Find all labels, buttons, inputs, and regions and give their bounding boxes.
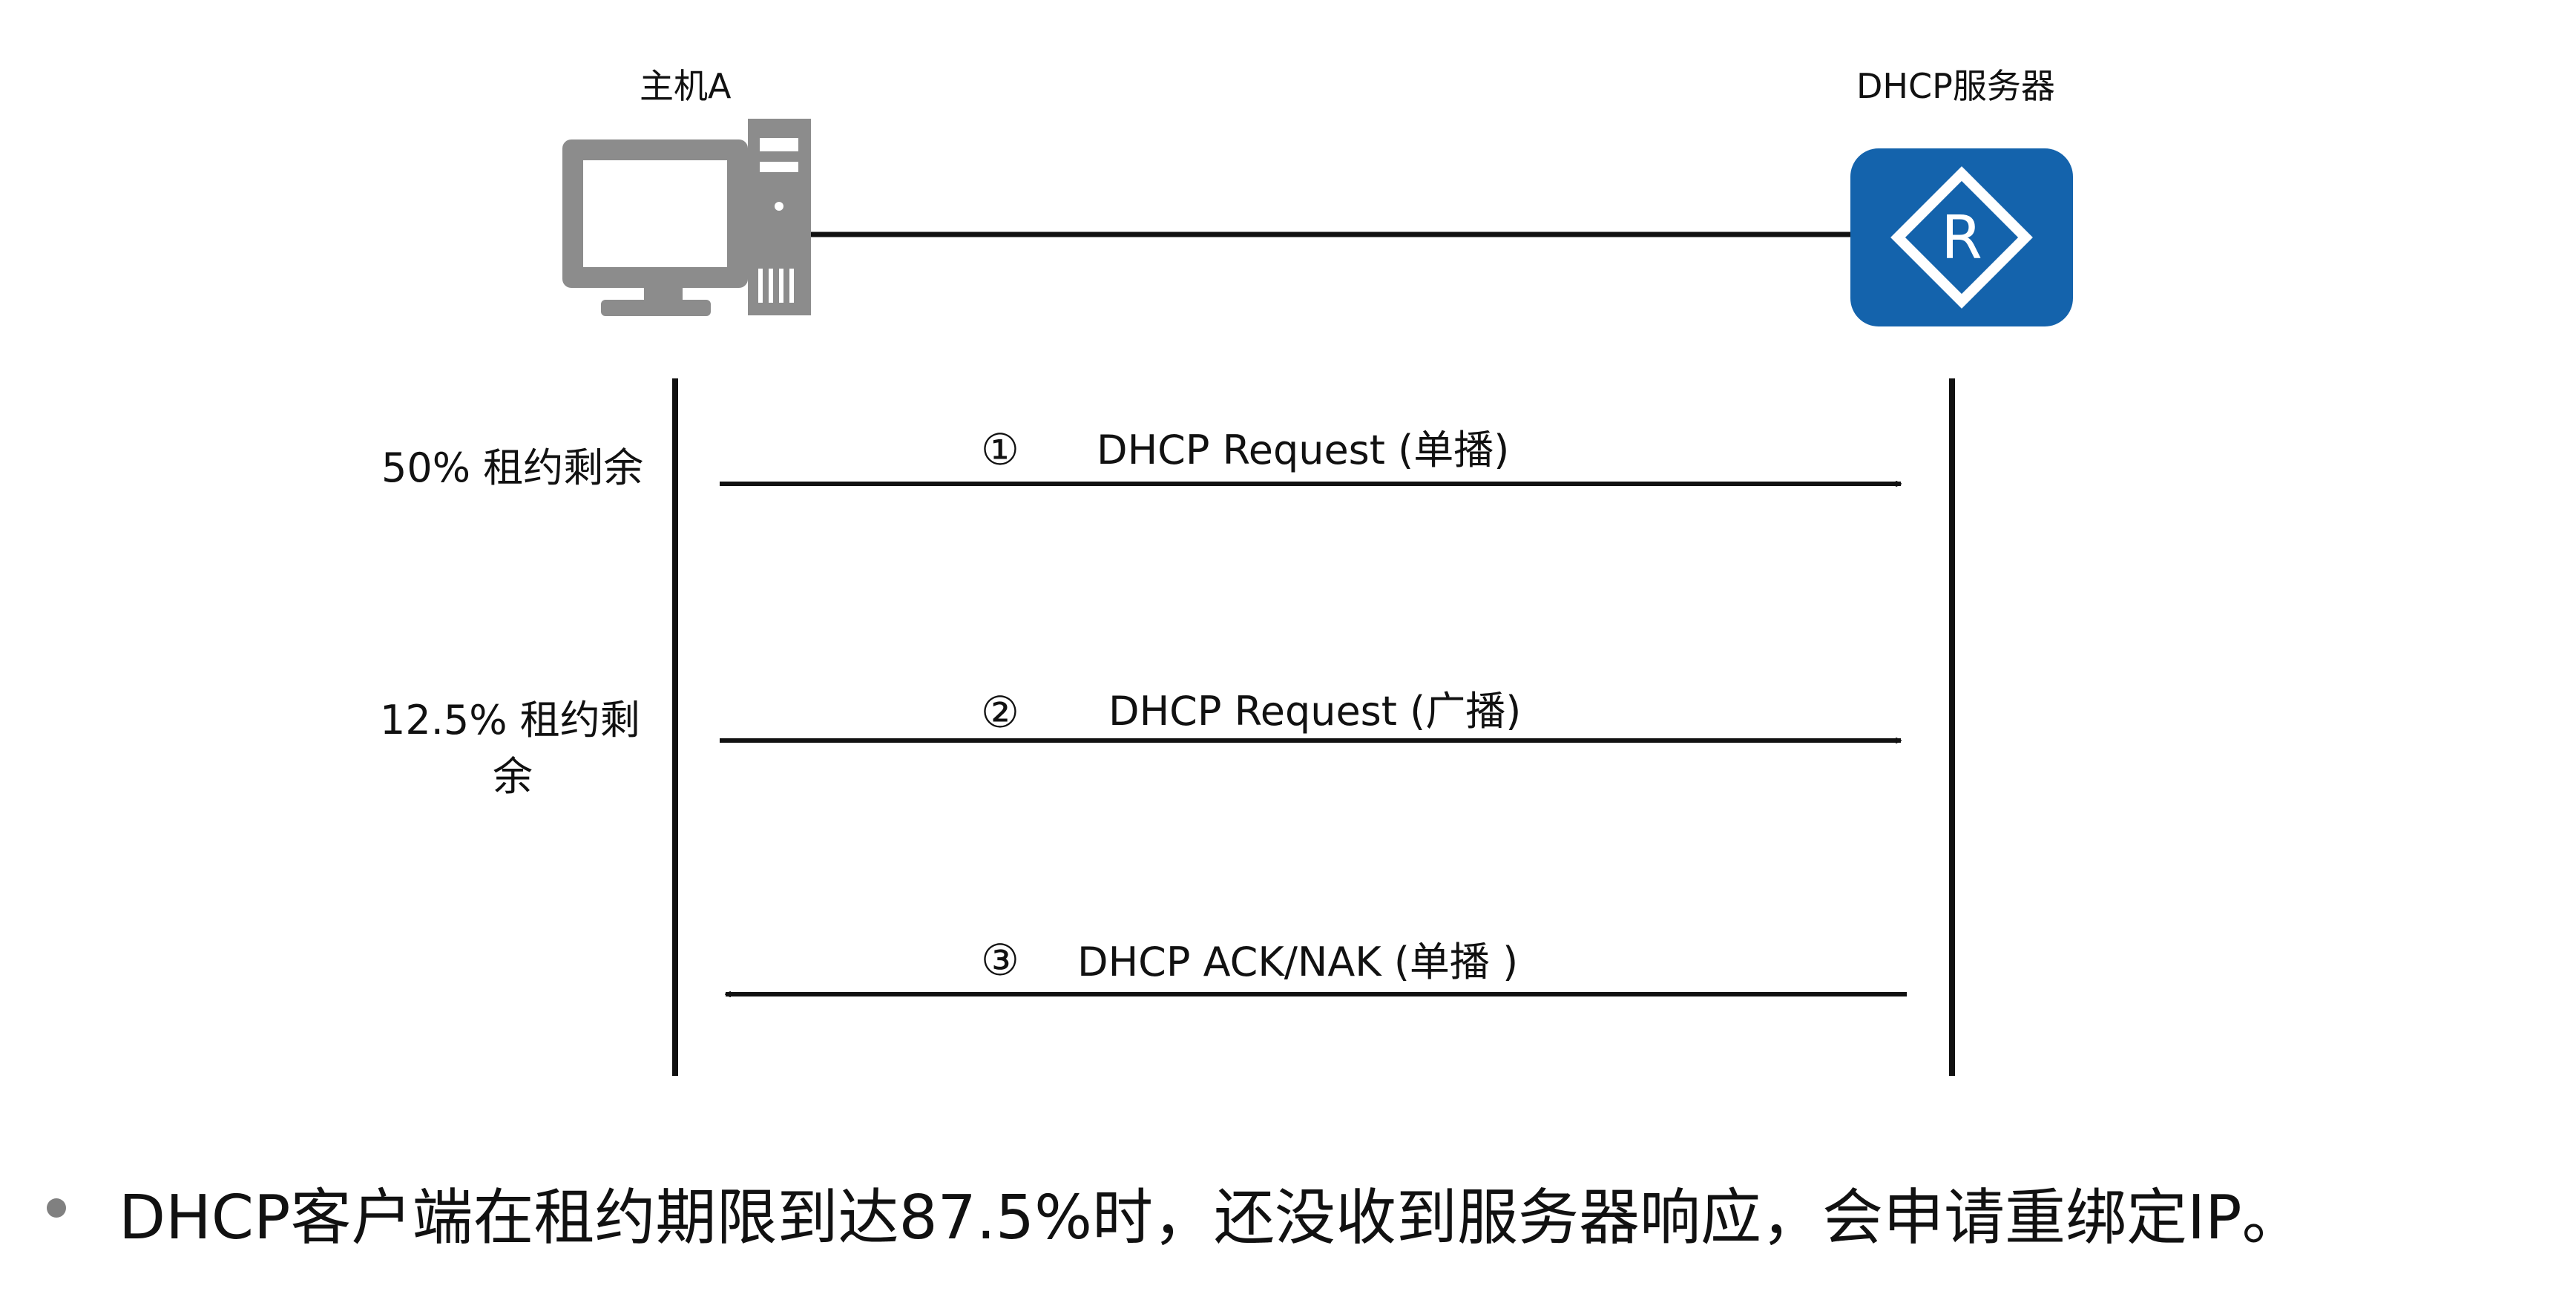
svg-text:R: R	[1941, 203, 1982, 272]
lease-label-12-5-line2: 余	[493, 753, 533, 800]
lease-label-50: 50% 租约剩余	[381, 444, 644, 491]
message-num-3: ③	[981, 935, 1019, 985]
caption-bullet-icon	[47, 1198, 66, 1218]
lease-label-12-5-line1: 12.5% 租约剩	[380, 697, 640, 743]
message-num-1: ①	[981, 424, 1019, 475]
caption-text: DHCP客户端在租约期限到达87.5%时，还没收到服务器响应，会申请重绑定IP。	[119, 1183, 2303, 1253]
host-label: 主机A	[640, 66, 732, 106]
message-label-2: DHCP Request (广播)	[1108, 688, 1522, 735]
computer-icon	[562, 119, 811, 316]
message-label-3: DHCP ACK/NAK (单播 )	[1077, 939, 1519, 985]
message-num-2: ②	[981, 687, 1019, 738]
server-label: DHCP服务器	[1856, 66, 2055, 106]
router-r-icon: R	[1850, 148, 2073, 326]
message-label-1: DHCP Request (单播)	[1097, 427, 1510, 473]
